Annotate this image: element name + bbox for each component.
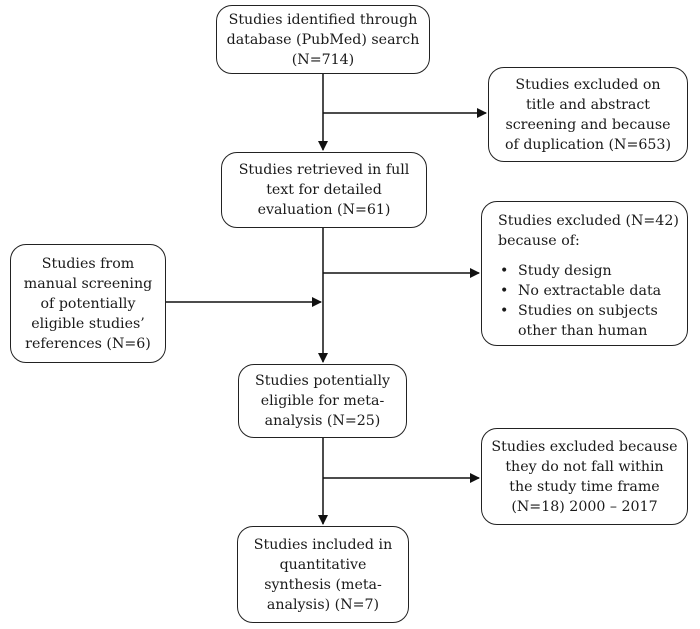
box-text-line: the study time frame — [509, 478, 660, 495]
list-item: • Studies on subjects other than human — [498, 301, 687, 341]
box-text-line: text for detailed — [266, 182, 382, 198]
box-text-line: synthesis (meta- — [264, 576, 382, 593]
box-text-line: of duplication (N=653) — [505, 136, 671, 153]
box-text-line: Studies excluded on — [515, 76, 661, 93]
list-item: • Study design — [498, 261, 687, 281]
box-text-line: Studies identified through — [228, 11, 418, 28]
box-excluded-time-frame: Studies excluded because they do not fal… — [481, 428, 688, 525]
box-text-line: evaluation (N=61) — [257, 202, 391, 218]
box-text-line: they do not fall within — [505, 458, 664, 475]
list-item-text: other than human — [518, 322, 648, 339]
box-text-line: title and abstract — [526, 96, 650, 113]
list-item-text: No extractable data — [518, 282, 662, 299]
box-studies-identified: Studies identified through database (Pub… — [216, 5, 430, 74]
box-text-line: Studies excluded (N=42) — [498, 212, 679, 229]
box-text-line: Studies retrieved in full — [238, 162, 410, 178]
box-excluded-42: Studies excluded (N=42) because of: • St… — [481, 201, 688, 346]
box-text-line: Studies excluded because — [491, 438, 678, 455]
box-text-line: database (PubMed) search — [226, 31, 420, 48]
box-text-line: analysis) (N=7) — [266, 596, 380, 613]
box-text-line: Studies from — [41, 255, 135, 272]
box-studies-included: Studies included in quantitative synthes… — [237, 526, 409, 623]
box-text-line: Studies included in — [253, 536, 393, 553]
box-text-line: (N=714) — [291, 51, 355, 68]
box-potentially-eligible: Studies potentially eligible for meta- a… — [238, 364, 407, 438]
box-text-line: references (N=6) — [25, 335, 151, 352]
box-manual-screening: Studies from manual screening of potenti… — [10, 244, 166, 363]
box-text-line: quantitative — [279, 556, 367, 573]
list-item-text: Studies on subjects — [518, 302, 658, 319]
box-text-line: screening and because — [505, 116, 671, 133]
bullet-icon: • — [500, 302, 509, 319]
box-text-line: (N=18) 2000 – 2017 — [511, 498, 658, 515]
box-text-line: Studies potentially — [254, 373, 390, 389]
bullet-icon: • — [500, 282, 509, 299]
box-text-line: analysis (N=25) — [264, 413, 381, 429]
exclusion-reasons-list: • Study design • No extractable data • S… — [498, 261, 687, 341]
box-text-line: because of: — [498, 232, 580, 249]
box-excluded-screening: Studies excluded on title and abstract s… — [488, 67, 688, 162]
box-text-line: of potentially — [40, 295, 136, 312]
box-text-line: eligible studies’ — [31, 315, 145, 332]
bullet-icon: • — [500, 262, 509, 279]
box-studies-retrieved: Studies retrieved in full text for detai… — [221, 152, 427, 228]
box-text-line: manual screening — [23, 275, 153, 292]
list-item-text: Study design — [518, 262, 612, 279]
list-item: • No extractable data — [498, 281, 687, 301]
box-text-line: eligible for meta- — [260, 393, 385, 409]
